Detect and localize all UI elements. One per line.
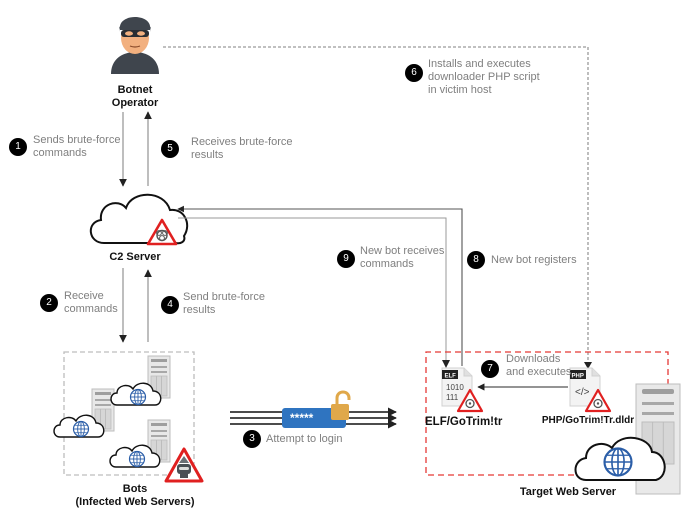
step-7-line1: Downloads (506, 353, 561, 365)
php-file-icon: PHP </> (569, 367, 601, 407)
step-1-label: Sends brute-force commands (33, 134, 120, 160)
operator-label-line1: Botnet (117, 84, 153, 96)
php-content: </> (575, 387, 590, 398)
step-6-badge: 6 (405, 64, 423, 82)
elf-content-line2: 111 (446, 393, 459, 402)
step-5-label: Receives brute-force results (191, 136, 293, 162)
step-7-line2: and executes (506, 366, 572, 378)
step-4-label: Send brute-force results (183, 291, 265, 317)
server-cloud-group-icon (53, 355, 171, 468)
step-4-badge: 4 (161, 296, 179, 314)
bots-group-box (63, 351, 195, 476)
elf-file-label: ELF/GoTrim!tr (425, 416, 503, 428)
target-cloud-globe-icon (574, 436, 666, 481)
elf-tag: ELF (445, 374, 457, 380)
password-mask: ***** (290, 411, 314, 425)
php-file-label: PHP/GoTrim!Tr.dldr (541, 415, 635, 426)
dashed-arrow-operator-to-php (163, 46, 589, 366)
elf-file-icon: ELF 1010 111 (441, 367, 473, 407)
arrow-c2-to-elf (178, 217, 447, 364)
step-6-line1: Installs and executes (428, 58, 531, 70)
step-1-badge: 1 (9, 138, 27, 156)
step-1-line1: Sends brute-force (33, 134, 121, 146)
elf-content-line1: 1010 (446, 383, 464, 392)
step-4-line1: Send brute-force (183, 291, 265, 303)
hooded-hacker-icon (111, 17, 159, 74)
step-6-line3: in victim host (428, 84, 492, 96)
c2-server-label: C2 Server (109, 251, 161, 263)
arrow-elf-to-c2 (177, 205, 463, 366)
step-7-label: Downloads and executes (506, 353, 571, 379)
step-8-label: New bot registers (491, 254, 577, 266)
step-7-badge: 7 (481, 360, 499, 378)
bots-label-line2: (Infected Web Servers) (75, 496, 195, 508)
step-2-badge: 2 (40, 294, 58, 312)
step-8-badge: 8 (467, 251, 485, 269)
password-field-graphic (282, 408, 346, 428)
bots-label-line1: Bots (122, 483, 148, 495)
step-3-badge: 3 (243, 430, 261, 448)
step-5-line1: Receives brute-force (191, 136, 293, 148)
step-6-line2: downloader PHP script (428, 71, 540, 83)
step-9-label: New bot receives commands (360, 245, 444, 271)
step-9-badge: 9 (337, 250, 355, 268)
biohazard-warning-icon (146, 218, 178, 246)
robot-warning-icon (164, 447, 204, 483)
target-server-label: Target Web Server (519, 486, 617, 498)
step-5-line2: results (191, 149, 224, 161)
operator-label: Botnet Operator (105, 84, 165, 110)
step-5-badge: 5 (161, 140, 179, 158)
operator-label-line2: Operator (111, 97, 159, 109)
step-1-line2: commands (33, 147, 87, 159)
step-9-line2: commands (360, 258, 414, 270)
step-2-line2: commands (64, 303, 118, 315)
step-2-label: Receive commands (64, 290, 118, 316)
bots-label: Bots (Infected Web Servers) (60, 483, 210, 509)
step-2-line1: Receive (64, 290, 104, 302)
php-tag: PHP (572, 374, 584, 380)
step-4-line2: results (183, 304, 216, 316)
step-9-line1: New bot receives (360, 245, 445, 257)
step-3-label: Attempt to login (266, 433, 343, 445)
step-6-label: Installs and executes downloader PHP scr… (428, 58, 540, 97)
unlocked-padlock-icon (331, 390, 351, 420)
target-server-box (425, 351, 669, 476)
